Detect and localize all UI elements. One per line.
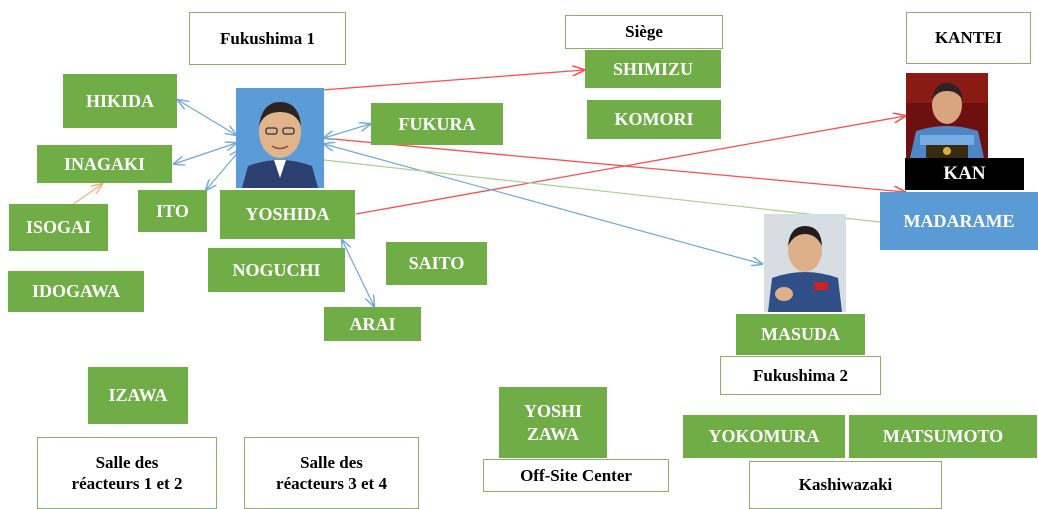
link-yoshida-hikida: [178, 100, 236, 135]
group-label-salle-reacteurs-1-2: Salle des réacteurs 1 et 2: [37, 437, 217, 509]
person-name: YOSHIDA: [245, 204, 330, 225]
link-yoshida-masuda: [324, 144, 762, 264]
person-name: KOMORI: [614, 109, 694, 130]
person-name: HIKIDA: [85, 90, 154, 111]
person-hikida: HIKIDA: [63, 74, 177, 128]
person-name: YOKOMURA: [708, 426, 820, 447]
portrait-kan-icon: [906, 73, 988, 158]
group-label-kantei: KANTEI: [906, 12, 1031, 64]
link-madarame-yoshida: [324, 160, 881, 223]
person-noguchi: NOGUCHI: [208, 248, 345, 292]
link-yoshida-kan-2: [321, 137, 905, 192]
person-name: SHIMIZU: [612, 58, 693, 79]
group-label-text: Fukushima 1: [220, 28, 315, 48]
person-name: FUKURA: [398, 113, 476, 134]
group-label-siege: Siège: [565, 15, 723, 49]
group-label-fukushima1: Fukushima 1: [189, 12, 346, 65]
person-name-line: YOSHI: [523, 401, 583, 421]
person-name: IZAWA: [108, 385, 168, 406]
person-izawa: IZAWA: [88, 367, 188, 424]
link-yoshida-ito: [206, 150, 240, 190]
link-yoshida-inagaki: [174, 143, 236, 164]
group-label-line: réacteurs 1 et 2: [71, 474, 183, 493]
link-yoshida-fukura: [324, 124, 370, 138]
group-label-line: réacteurs 3 et 4: [276, 474, 387, 493]
link-isogai-inagaki: [71, 184, 102, 206]
person-fukura: FUKURA: [371, 103, 503, 145]
person-masuda: MASUDA: [736, 314, 865, 355]
photo-masuda: [764, 214, 846, 312]
person-komori: KOMORI: [587, 100, 721, 139]
person-inagaki: INAGAKI: [37, 145, 172, 183]
person-name: ARAI: [349, 313, 396, 334]
person-name: IDOGAWA: [31, 281, 120, 302]
person-shimizu: SHIMIZU: [585, 50, 721, 88]
person-name: MATSUMOTO: [882, 426, 1004, 447]
person-yokomura: YOKOMURA: [683, 415, 845, 458]
person-name: SAITO: [408, 253, 465, 274]
photo-kan: [906, 73, 988, 158]
person-saito: SAITO: [386, 242, 487, 285]
group-label-line: Salle des: [95, 452, 159, 472]
person-kan: KAN: [905, 158, 1024, 190]
group-label-text: Off-Site Center: [520, 465, 632, 485]
group-label-line: Salle des: [300, 452, 363, 472]
group-label-text: KANTEI: [934, 28, 1003, 48]
person-name: KAN: [943, 163, 986, 185]
person-name: MASUDA: [761, 324, 840, 345]
person-name: ISOGAI: [25, 217, 92, 238]
link-yoshida-shimizu: [321, 70, 584, 91]
person-yoshizawa: YOSHI ZAWA: [499, 387, 607, 458]
group-label-kashiwazaki: Kashiwazaki: [749, 461, 942, 509]
person-ito: ITO: [138, 190, 207, 232]
person-name: ITO: [156, 200, 189, 221]
group-label-salle-reacteurs-3-4: Salle des réacteurs 3 et 4: [244, 437, 419, 509]
group-label-text: Siège: [625, 22, 663, 42]
group-label-text: Kashiwazaki: [798, 475, 893, 495]
group-label-fukushima2: Fukushima 2: [720, 356, 881, 395]
photo-yoshida: [236, 88, 324, 188]
person-matsumoto: MATSUMOTO: [849, 415, 1037, 458]
person-idogawa: IDOGAWA: [8, 271, 144, 312]
person-name: MADARAME: [903, 210, 1015, 231]
person-yoshida: YOSHIDA: [220, 190, 355, 239]
portrait-yoshida-icon: [236, 88, 324, 188]
person-name-line: ZAWA: [526, 423, 579, 444]
group-label-offsite-center: Off-Site Center: [483, 459, 669, 492]
person-name: NOGUCHI: [232, 259, 321, 280]
link-yoshida-arai: [342, 240, 374, 306]
person-arai: ARAI: [324, 307, 421, 341]
person-madarame: MADARAME: [880, 192, 1038, 250]
group-label-text: Fukushima 2: [753, 365, 848, 385]
person-isogai: ISOGAI: [9, 204, 108, 251]
person-name: INAGAKI: [63, 153, 145, 174]
portrait-masuda-icon: [764, 214, 846, 312]
